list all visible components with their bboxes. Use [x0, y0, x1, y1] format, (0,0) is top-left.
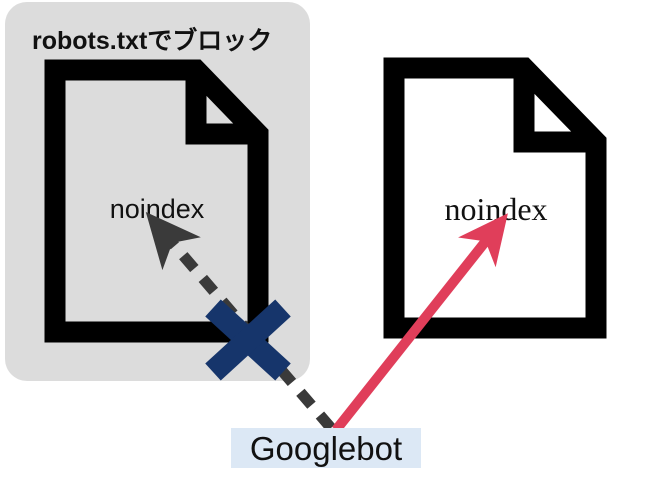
crawlable-document-icon: [383, 57, 607, 339]
blocked-document-label: noindex: [110, 194, 205, 224]
blocked-document-icon: [44, 59, 269, 343]
googlebot-label: Googlebot: [250, 430, 402, 467]
crawlable-document-label: noindex: [444, 191, 547, 227]
allowed-crawl-arrow: [332, 213, 508, 434]
cross-mark-icon: [205, 299, 291, 381]
robots-blocked-label: robots.txtでブロック: [32, 26, 272, 55]
googlebot-label-background: [231, 428, 421, 468]
